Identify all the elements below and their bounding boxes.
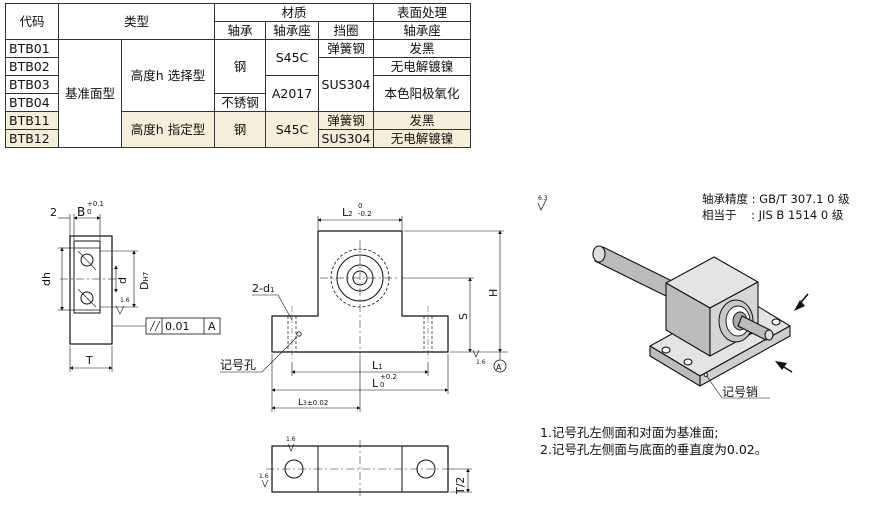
precision-line2: 相当于 : JIS B 1514 0 级 [702, 207, 850, 223]
roughness-label: 1.6 [476, 359, 486, 366]
dim-L2-tol-up: 0 [358, 202, 362, 210]
dim-d-label: d [116, 277, 129, 284]
code-cell: BTB02 [5, 57, 59, 76]
side-view [58, 214, 221, 372]
roughness-63-label: 6.3 [538, 195, 548, 202]
side-view-labels: 2 B +0.1 0 dh d DH7 T 1.6 0.01 A [40, 200, 216, 367]
subtype-fixed: 高度h 指定型 [121, 111, 215, 148]
mark-hole-label: 记号孔 [220, 358, 256, 372]
dim-T-label: T [85, 354, 93, 367]
fixed-ring2: SUS304 [318, 129, 374, 148]
header-surface-housing: 轴承座 [373, 21, 471, 40]
dim-L2-label: L2 [342, 206, 353, 219]
bearing-stainless: 不锈钢 [214, 93, 266, 112]
dim-dh-label: dh [40, 272, 53, 286]
dim-L3-label: L3±0.02 [298, 398, 328, 408]
datum-A-label: A [496, 363, 502, 372]
dim-H-label: H [487, 289, 500, 297]
dim-B-tol-up: +0.1 [87, 200, 104, 208]
precision-block: 轴承精度 : GB/T 307.1 0 级 相当于 : JIS B 1514 0… [702, 191, 850, 223]
bottom-view-labels: T/2 1.6 1.6 [259, 436, 467, 495]
fixed-housing: S45C [265, 111, 319, 148]
header-code: 代码 [5, 3, 59, 40]
precision-equiv-label: 相当于 [702, 208, 737, 222]
surf-anodize: 本色阳极氧化 [373, 75, 471, 112]
front-view-labels: L2 0 -0.2 2-d1 H S L1 L +0.2 0 L3±0.02 记… [220, 202, 502, 408]
fixed-surf2: 无电解镀镍 [373, 129, 471, 148]
front-view [220, 216, 508, 412]
housing-a2017: A2017 [265, 75, 319, 112]
type-main: 基准面型 [58, 39, 122, 148]
ring-spring: 弹簧钢 [318, 39, 374, 58]
dim-B-tol-low: 0 [87, 208, 91, 216]
precision-line1: 轴承精度 : GB/T 307.1 0 级 [702, 192, 850, 206]
code-cell: BTB11 [5, 111, 59, 130]
fixed-ring1: 弹簧钢 [318, 111, 374, 130]
surf-black: 发黑 [373, 39, 471, 58]
bearing-steel: 钢 [214, 39, 266, 94]
dim-L-tol-up: +0.2 [380, 373, 397, 381]
parallel-value: 0.01 [165, 320, 190, 333]
precision-equiv-value: : JIS B 1514 0 级 [751, 208, 844, 222]
subtype-select: 高度h 选择型 [121, 39, 215, 112]
dim-T2-label: T/2 [454, 477, 467, 495]
datum-ref: A [208, 320, 216, 333]
dim-L1-label: L1 [372, 359, 383, 372]
fixed-bearing: 钢 [214, 111, 266, 148]
bottom-view [261, 440, 472, 498]
dim-S-label: S [457, 313, 470, 320]
header-type: 类型 [58, 3, 215, 40]
dim-B-label: B [77, 205, 85, 219]
header-ring: 挡圈 [318, 21, 374, 40]
spec-table: 代码 类型 材质 表面处理 轴承 轴承座 挡圈 轴承座 BTB01 基准面型 高… [5, 3, 471, 148]
dim-2-label: 2 [50, 206, 57, 219]
dim-2d1-label: 2-d1 [252, 282, 274, 295]
note-2: 2.记号孔左侧面与底面的垂直度为0.02。 [540, 442, 768, 457]
dim-L-label: L [372, 377, 379, 390]
isometric-view [592, 245, 809, 399]
dim-L-tol-low: 0 [380, 381, 384, 389]
note-1: 1.记号孔左侧面和对面为基准面; [540, 425, 719, 440]
code-cell: BTB12 [5, 129, 59, 148]
dim-DH7-label: DH7 [138, 272, 151, 290]
roughness-symbol [537, 199, 547, 211]
roughness-label: 1.6 [120, 297, 130, 304]
code-cell: BTB03 [5, 75, 59, 94]
roughness-label: 1.6 [259, 473, 269, 480]
dim-L2-tol-low: -0.2 [358, 210, 372, 218]
roughness-label: 1.6 [286, 436, 296, 443]
mark-pin-label: 记号销 [722, 385, 758, 399]
housing-s45c: S45C [265, 39, 319, 76]
notes-block: 1.记号孔左侧面和对面为基准面; 2.记号孔左侧面与底面的垂直度为0.02。 [540, 424, 767, 458]
surf-nickel: 无电解镀镍 [373, 57, 471, 76]
